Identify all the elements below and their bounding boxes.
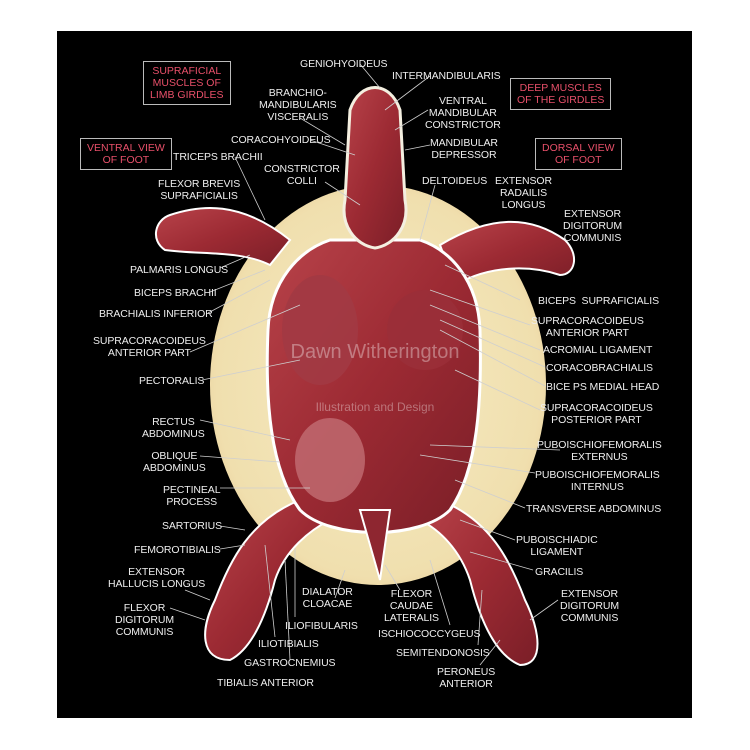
label-coracohyoideus: CORACOHYOIDEUS [231, 134, 331, 146]
label-sartorius: SARTORIUS [162, 520, 222, 532]
label-supracoracoideus-posterior: SUPRACORACOIDEUS POSTERIOR PART [540, 402, 653, 426]
label-puboischiadic-ligament: PUBOISCHIADIC LIGAMENT [516, 534, 598, 558]
label-semitendonosis: SEMITENDONOSIS [396, 647, 490, 659]
label-extensor-hallucis-longus: EXTENSOR HALLUCIS LONGUS [108, 566, 206, 590]
deep-girdle-muscle [387, 290, 463, 370]
left-hindlimb [204, 498, 332, 662]
label-ventral-mandibular-constrictor: VENTRAL MANDIBULAR CONSTRICTOR [425, 95, 501, 131]
label-constrictor-colli: CONSTRICTOR COLLI [264, 163, 340, 187]
left-forelimb [155, 206, 292, 267]
label-ischiococcygeus: ISCHIOCOCCYGEUS [378, 628, 481, 640]
label-coracobrachialis: CORACOBRACHIALIS [546, 362, 653, 374]
label-gastrocnemius: GASTROCNEMIUS [244, 657, 336, 669]
label-flexor-digitorum-communis: FLEXOR DIGITORUM COMMUNIS [115, 602, 174, 638]
label-geniohyoideus: GENIOHYOIDEUS [300, 58, 388, 70]
label-palmaris-longus: PALMARIS LONGUS [130, 264, 229, 276]
label-biceps-medial-head: BICE PS MEDIAL HEAD [546, 381, 660, 393]
label-iliofibularis: ILIOFIBULARIS [285, 620, 358, 632]
label-brachialis-inferior: BRACHIALIS INFERIOR [99, 308, 213, 320]
watermark-line1: Dawn Witherington [290, 341, 460, 363]
label-acromial-ligament: ACROMIAL LIGAMENT [543, 344, 653, 356]
label-rectus-abdominus: RECTUS ABDOMINUS [142, 416, 205, 440]
label-deltoideus: DELTOIDEUS [422, 175, 488, 187]
label-triceps-brachii: TRICEPS BRACHII [173, 151, 263, 163]
label-biceps-brachii: BICEPS BRACHII [134, 287, 217, 299]
watermark: Dawn Witherington Illustration and Desig… [250, 305, 500, 432]
label-transverse-abdominus: TRANSVERSE ABDOMINUS [526, 503, 662, 515]
label-flexor-brevis-supraficialis: FLEXOR BREVIS SUPRAFICIALIS [158, 178, 241, 202]
label-extensor-radailis-longus: EXTENSOR RADAILIS LONGUS [495, 175, 552, 211]
heading-ventral-view-of-foot: VENTRAL VIEW OF FOOT [80, 138, 172, 170]
neck-head [342, 86, 408, 250]
label-intermandibularis: INTERMANDIBULARIS [392, 70, 501, 82]
right-hindlimb [418, 498, 539, 667]
label-mandibular-depressor: MANDIBULAR DEPRESSOR [430, 137, 498, 161]
label-peroneus-anterior: PERONEUS ANTERIOR [437, 666, 496, 690]
heading-supraficial-muscles: SUPRAFICIAL MUSCLES OF LIMB GIRDLES [143, 61, 231, 105]
label-tibialis-anterior: TIBIALIS ANTERIOR [217, 677, 314, 689]
right-forelimb [438, 220, 575, 287]
heading-dorsal-view-of-foot: DORSAL VIEW OF FOOT [535, 138, 622, 170]
tail [358, 509, 392, 581]
label-femorotibialis: FEMOROTIBIALIS [134, 544, 221, 556]
label-extensor-digitorum-communis-fore: EXTENSOR DIGITORUM COMMUNIS [563, 208, 622, 244]
label-biceps-supraficialis: BICEPS SUPRAFICIALIS [538, 295, 660, 307]
label-pectoralis: PECTORALIS [139, 375, 205, 387]
label-extensor-digitorum-communis-hind: EXTENSOR DIGITORUM COMMUNIS [560, 588, 619, 624]
heading-deep-muscles: DEEP MUSCLES OF THE GIRDLES [510, 78, 612, 110]
label-branchiomandibularis-visceralis: BRANCHIO- MANDIBULARIS VISCERALIS [259, 87, 337, 123]
label-flexor-caudae-lateralis: FLEXOR CAUDAE LATERALIS [384, 588, 439, 624]
label-oblique-abdominus: OBLIQUE ABDOMINUS [143, 450, 206, 474]
abdominal-muscle [295, 418, 365, 502]
leader-lines [169, 63, 561, 666]
watermark-line2: Illustration and Design [315, 400, 435, 414]
label-supracoracoideus-anterior-left: SUPRACORACOIDEUS ANTERIOR PART [93, 335, 206, 359]
pectoral-muscle [282, 275, 358, 385]
label-puboischiofemoralis-internus: PUBOISCHIOFEMORALIS INTERNUS [535, 469, 660, 493]
label-supracoracoideus-anterior-right: SUPRACORACOIDEUS ANTERIOR PART [531, 315, 644, 339]
label-gracilis: GRACILIS [535, 566, 584, 578]
label-pectineal-process: PECTINEAL PROCESS [163, 484, 221, 508]
label-dialator-cloacae: DIALATOR CLOACAE [302, 586, 353, 610]
label-iliotibialis: ILIOTIBIALIS [258, 638, 319, 650]
label-puboischiofemoralis-externus: PUBOISCHIOFEMORALIS EXTERNUS [537, 439, 662, 463]
